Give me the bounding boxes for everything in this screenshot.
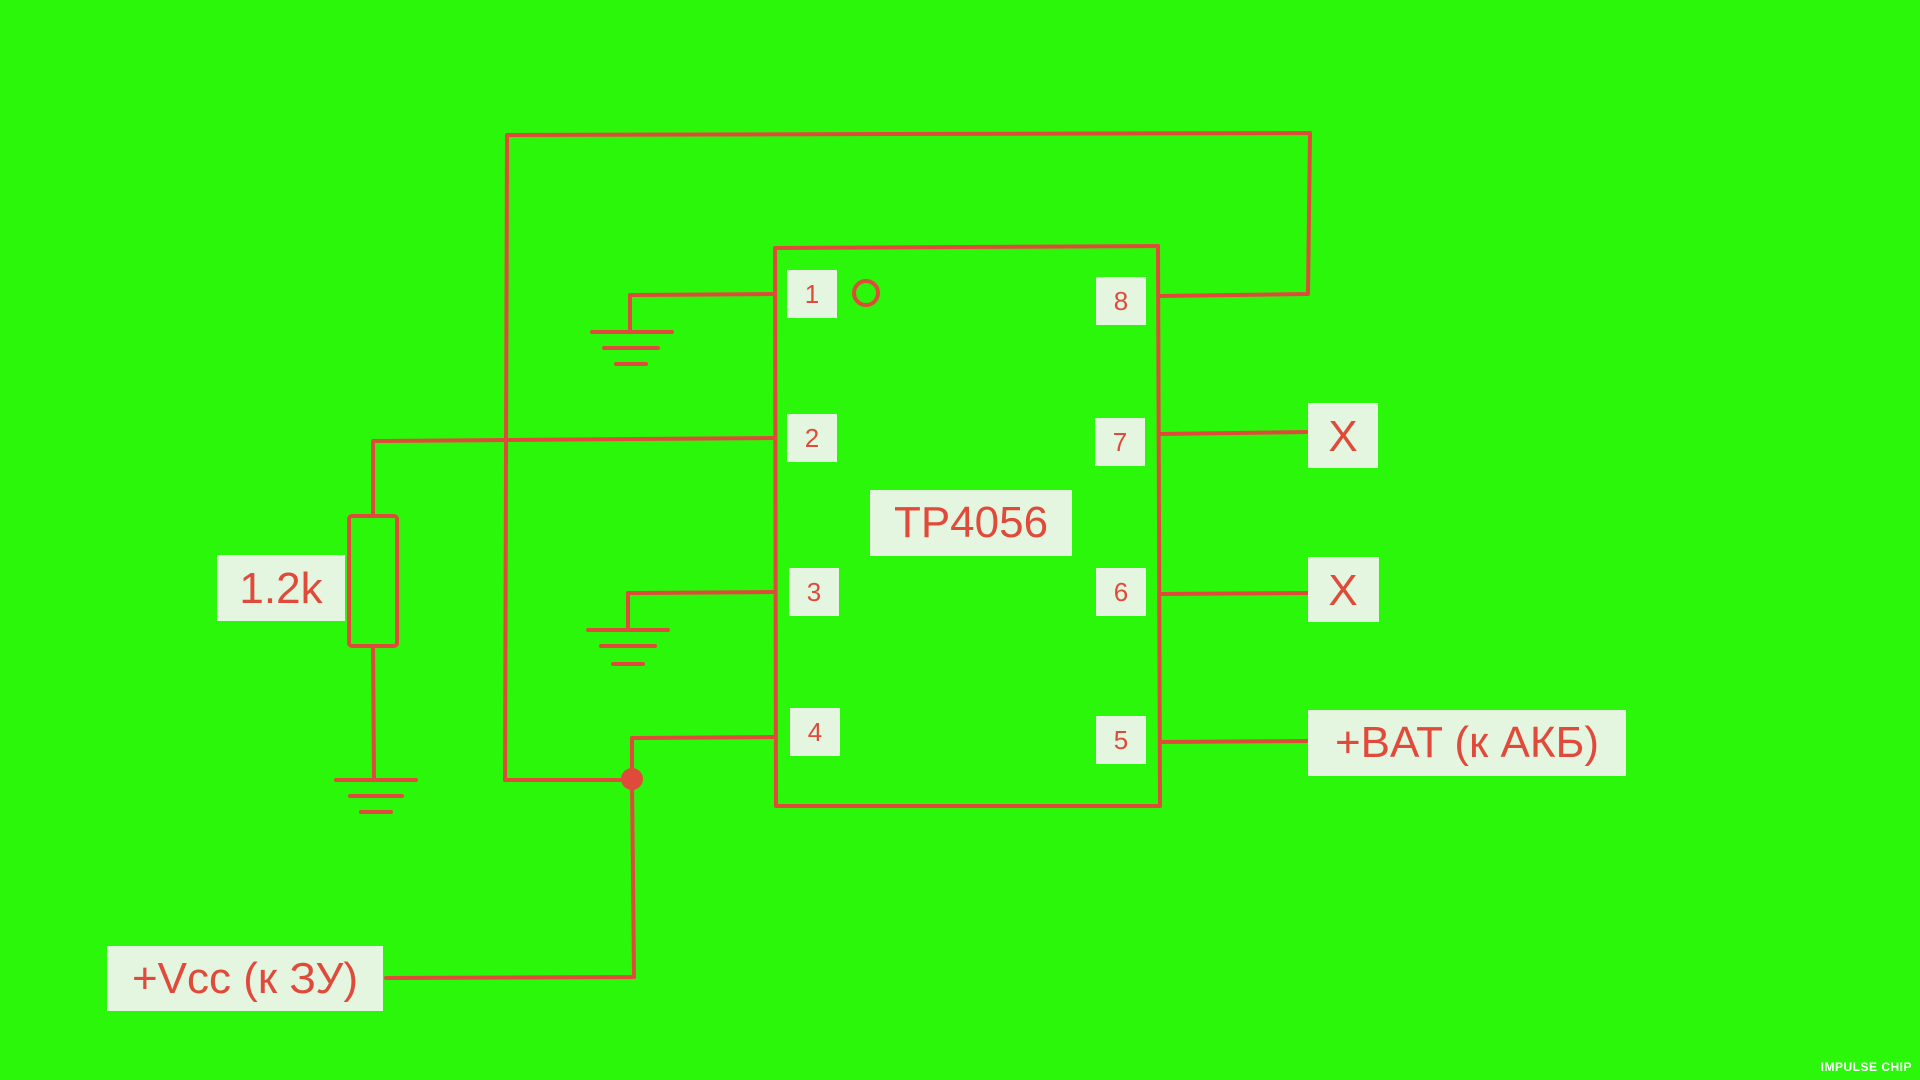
pin-4-label: 4 bbox=[808, 717, 822, 747]
wire-pin6-out bbox=[1158, 591, 1310, 596]
ic-name: TP4056 bbox=[894, 498, 1048, 547]
pin-2-label: 2 bbox=[805, 423, 819, 453]
ground-symbol-pin3 bbox=[586, 628, 670, 666]
pin-3-label: 3 bbox=[807, 577, 821, 607]
pin-6: 6 bbox=[1096, 568, 1146, 616]
pin6-output-label: X bbox=[1328, 566, 1357, 615]
wire-junction-vcc bbox=[384, 778, 636, 980]
resistor-value-box: 1.2k bbox=[217, 555, 345, 621]
pin-3: 3 bbox=[789, 568, 839, 616]
pin-7: 7 bbox=[1095, 418, 1145, 466]
wire-pin1-ground bbox=[628, 292, 777, 334]
pin-6-label: 6 bbox=[1114, 577, 1128, 607]
ic-name-box: TP4056 bbox=[870, 490, 1072, 556]
vcc-label: +Vcc (к ЗУ) bbox=[132, 954, 358, 1003]
resistor-value: 1.2k bbox=[239, 564, 323, 613]
pin-5: 5 bbox=[1096, 716, 1146, 764]
wire-resistor-ground bbox=[371, 644, 376, 782]
bat-label-box: +BAT (к АКБ) bbox=[1308, 710, 1626, 776]
pin-1: 1 bbox=[787, 270, 837, 318]
ground-symbol-pin1 bbox=[590, 330, 674, 366]
resistor bbox=[347, 514, 399, 648]
pin6-output-box: X bbox=[1308, 557, 1379, 622]
pin-4: 4 bbox=[790, 708, 840, 756]
vcc-label-box: +Vcc (к ЗУ) bbox=[107, 946, 383, 1011]
pin1-marker bbox=[852, 279, 880, 307]
pin-7-label: 7 bbox=[1113, 427, 1127, 457]
pin-8: 8 bbox=[1096, 277, 1146, 325]
pin-5-label: 5 bbox=[1114, 725, 1128, 755]
pin-1-label: 1 bbox=[805, 279, 819, 309]
wire-pin3-ground bbox=[626, 590, 777, 632]
wire-pin7-out bbox=[1158, 430, 1310, 436]
ground-symbol-resistor bbox=[334, 778, 418, 814]
bat-label: +BAT (к АКБ) bbox=[1335, 718, 1599, 767]
watermark: IMPULSE CHIP bbox=[1820, 1060, 1912, 1074]
wire-pin2-resistor bbox=[371, 436, 777, 518]
pin7-output-label: X bbox=[1328, 412, 1357, 461]
ic-body bbox=[773, 244, 1162, 808]
wire-pin5-out bbox=[1158, 739, 1312, 744]
pin7-output-box: X bbox=[1308, 403, 1378, 468]
pin-8-label: 8 bbox=[1114, 286, 1128, 316]
wire-pin8-loop bbox=[503, 131, 1312, 782]
pin-2: 2 bbox=[787, 414, 837, 462]
wire-pin4-junction bbox=[630, 735, 777, 782]
